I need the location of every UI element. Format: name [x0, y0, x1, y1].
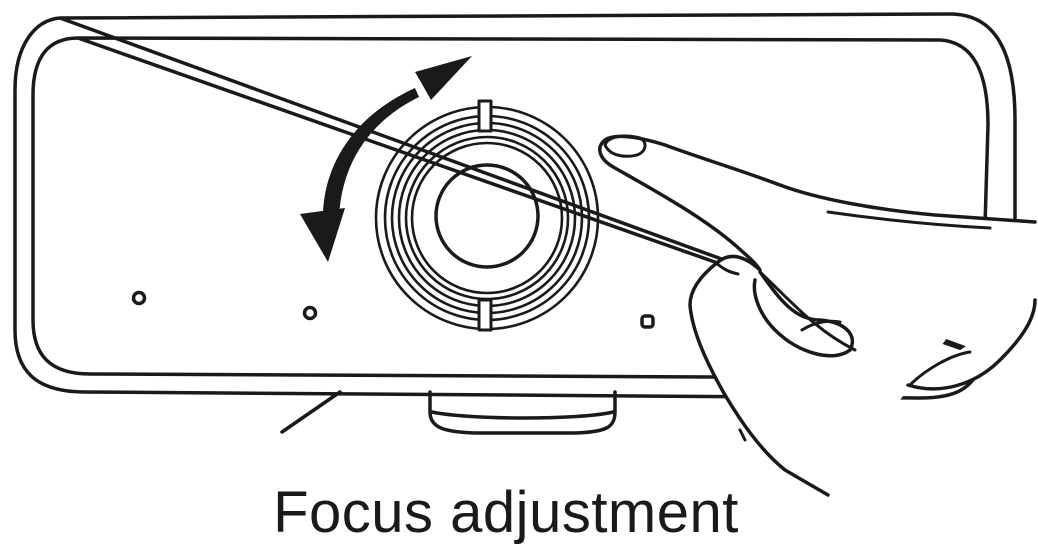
indicator-hole-left	[131, 290, 147, 306]
thumb	[752, 270, 854, 358]
fingernail	[603, 134, 647, 158]
palm-line	[738, 428, 747, 442]
knuckle-line	[826, 210, 992, 230]
wrist-line	[908, 350, 972, 387]
webcam-stand	[428, 390, 617, 435]
mount-clip-line	[280, 390, 342, 434]
finger-crease-2	[758, 270, 857, 352]
indicator-hole-right	[640, 314, 655, 329]
indicator-hole-middle	[302, 305, 318, 321]
ring-mark-bottom	[477, 298, 493, 332]
figure-caption: Focus adjustment	[273, 480, 739, 545]
lens-focus-ring	[374, 105, 600, 331]
webcam-stand-lip	[430, 410, 615, 420]
ring-mark-top	[477, 99, 493, 133]
finger-crease	[713, 260, 740, 276]
pointing-hand	[598, 134, 1037, 497]
curved-double-arrow-icon	[300, 56, 472, 262]
lens-glass	[434, 163, 540, 269]
thumbnail-line	[800, 319, 842, 332]
webcam-body-outer	[13, 12, 1017, 400]
